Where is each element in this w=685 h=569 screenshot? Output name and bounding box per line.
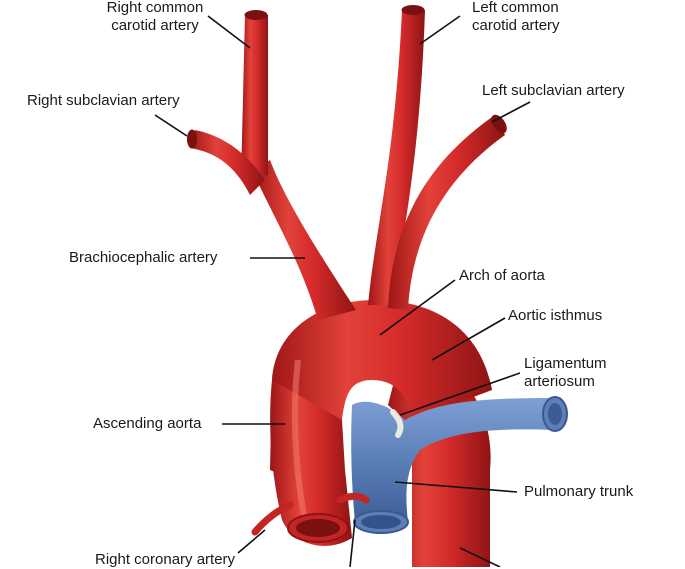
leader-left-coronary <box>349 519 356 567</box>
right-common-carotid-vessel <box>241 15 268 180</box>
label-left-subclavian: Left subclavian artery <box>482 82 625 99</box>
leader-right-coronary <box>237 529 266 554</box>
leader-aortic-isthmus <box>431 317 506 361</box>
leader-descending-aorta <box>459 547 501 567</box>
leader-left-subclavian <box>491 101 531 123</box>
left-subclavian-vessel <box>388 115 505 310</box>
ligamentum-arteriosum-tissue <box>390 409 404 438</box>
label-right-coronary: Right coronary artery <box>95 551 236 568</box>
label-right-subclavian: Right subclavian artery <box>27 92 180 109</box>
left-common-carotid-vessel <box>368 10 425 305</box>
label-arch-of-aorta: Arch of aorta <box>459 267 545 284</box>
leader-ligamentum-arteriosum <box>399 372 521 416</box>
label-pulmonary-trunk: Pulmonary trunk <box>524 483 634 500</box>
leader-right-subclavian <box>154 114 188 137</box>
right-coronary-vessel <box>251 501 294 536</box>
leader-right-common-carotid <box>207 15 251 49</box>
brachiocephalic-trunk <box>252 160 356 320</box>
label-ascending-aorta: Ascending aorta <box>93 415 202 432</box>
leader-arch-of-aorta <box>379 279 456 336</box>
right-subclavian-vessel <box>190 130 265 195</box>
label-brachiocephalic: Brachiocephalic artery <box>69 249 218 266</box>
label-aortic-isthmus: Aortic isthmus <box>508 307 603 324</box>
leader-left-common-carotid <box>419 15 461 45</box>
label-right-common-carotid: Right common carotid artery <box>106 0 204 34</box>
label-ligamentum-arteriosum: Ligamentum arteriosum <box>524 355 607 390</box>
label-left-common-carotid: Left common carotid artery <box>472 0 560 34</box>
leader-pulmonary-trunk <box>394 481 518 493</box>
